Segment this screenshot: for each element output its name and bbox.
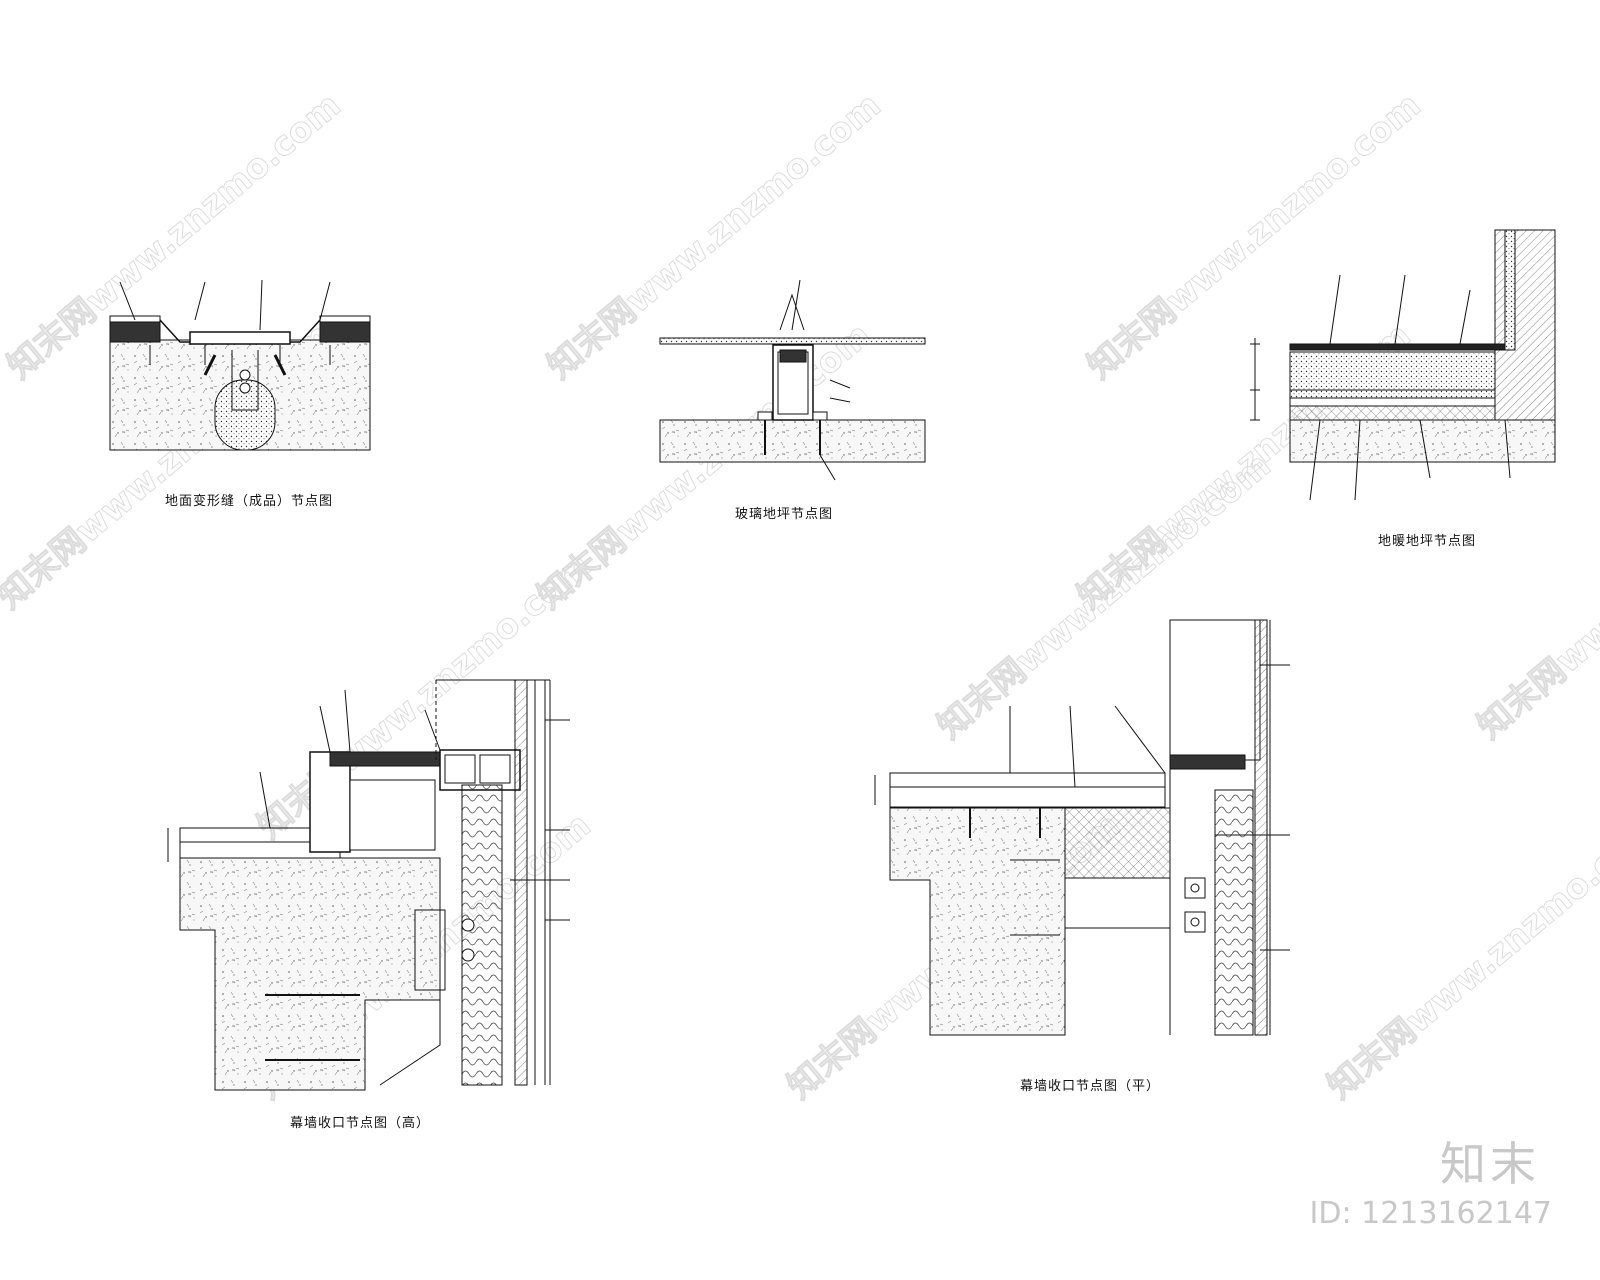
caption-curtain-wall-high: 幕墙收口节点图（高） <box>290 1116 431 1131</box>
caption-glass-floor: 玻璃地坪节点图 <box>735 507 834 522</box>
caption-curtain-wall-flat: 幕墙收口节点图（平） <box>1020 1079 1161 1094</box>
curtain-wall-flat-drawing <box>874 619 1290 1036</box>
watermark-text: 知末网www.znzmo.com <box>1320 805 1600 1107</box>
brand-logo: 知末 <box>1440 1137 1540 1191</box>
curtain-wall-high-drawing <box>167 679 570 1091</box>
heated-floor-drawing <box>1250 229 1556 501</box>
glass-floor-drawing <box>659 279 926 481</box>
image-id-label: ID: 1213162147 <box>1309 1196 1552 1231</box>
watermark-text: 知末网www.znzmo.com <box>930 445 1279 747</box>
floor-expansion-joint-drawing <box>109 279 371 451</box>
caption-floor-expansion-joint: 地面变形缝（成品）节点图 <box>165 494 334 509</box>
caption-heated-floor: 地暖地坪节点图 <box>1378 534 1477 549</box>
watermark-text: 知末网www.znzmo.com <box>1470 445 1600 747</box>
